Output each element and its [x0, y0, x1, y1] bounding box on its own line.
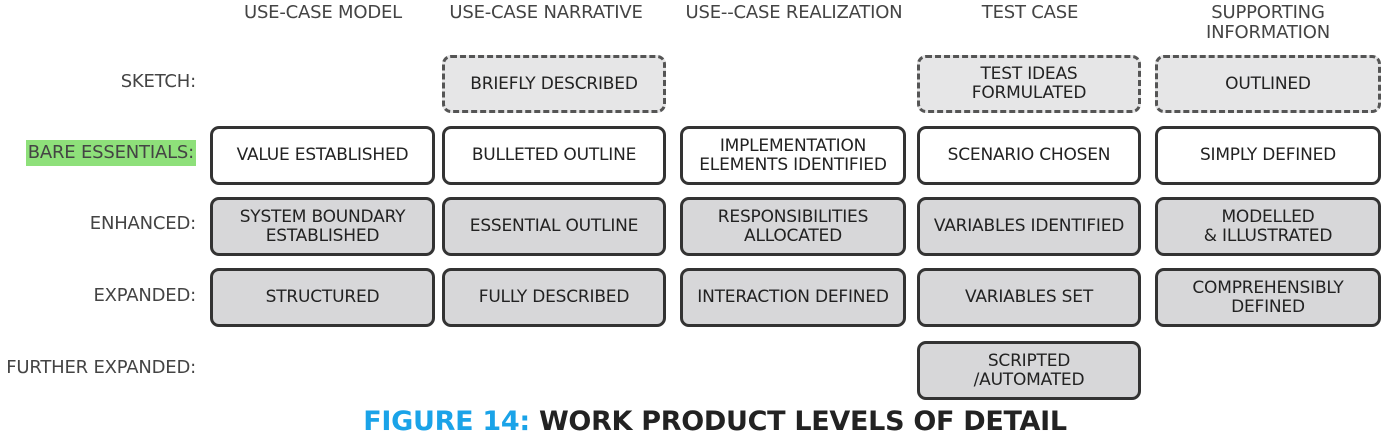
cell-bare-essentials-use-case-model: VALUE ESTABLISHED — [210, 126, 435, 185]
column-header-use-case-realization: USE--CASE REALIZATION — [685, 2, 903, 23]
cell-sketch-use-case-narrative: BRIEFLY DESCRIBED — [442, 55, 666, 113]
cell-enhanced-use-case-narrative: ESSENTIAL OUTLINE — [442, 197, 666, 256]
cell-enhanced-supporting-information: MODELLED & ILLUSTRATED — [1155, 197, 1381, 256]
cell-expanded-test-case: VARIABLES SET — [917, 268, 1141, 327]
cell-bare-essentials-supporting-information: SIMPLY DEFINED — [1155, 126, 1381, 185]
figure-caption: FIGURE 14: WORK PRODUCT LEVELS OF DETAIL — [0, 406, 1384, 446]
row-label-bare-essentials: BARE ESSENTIALS: — [25, 140, 196, 166]
cell-bare-essentials-use-case-realization: IMPLEMENTATION ELEMENTS IDENTIFIED — [680, 126, 906, 185]
cell-expanded-use-case-model: STRUCTURED — [210, 268, 435, 327]
column-header-test-case: TEST CASE — [981, 2, 1079, 23]
cell-enhanced-use-case-realization: RESPONSIBILITIES ALLOCATED — [680, 197, 906, 256]
caption-prefix: FIGURE 14: — [363, 406, 530, 437]
cell-enhanced-test-case: VARIABLES IDENTIFIED — [917, 197, 1141, 256]
cell-enhanced-use-case-model: SYSTEM BOUNDARY ESTABLISHED — [210, 197, 435, 256]
column-header-use-case-model: USE-CASE MODEL — [243, 2, 403, 23]
cell-expanded-use-case-realization: INTERACTION DEFINED — [680, 268, 906, 327]
cell-expanded-use-case-narrative: FULLY DESCRIBED — [442, 268, 666, 327]
cell-further-expanded-test-case: SCRIPTED /AUTOMATED — [917, 341, 1141, 400]
row-label-enhanced: ENHANCED: — [89, 213, 196, 234]
caption-title: WORK PRODUCT LEVELS OF DETAIL — [538, 406, 1067, 437]
cell-sketch-supporting-information: OUTLINED — [1155, 55, 1381, 113]
row-label-sketch: SKETCH: — [120, 71, 197, 92]
row-label-expanded: EXPANDED: — [93, 285, 196, 306]
cell-expanded-supporting-information: COMPREHENSIBLY DEFINED — [1155, 268, 1381, 327]
cell-bare-essentials-use-case-narrative: BULLETED OUTLINE — [442, 126, 666, 185]
cell-bare-essentials-test-case: SCENARIO CHOSEN — [917, 126, 1141, 185]
column-header-use-case-narrative: USE-CASE NARRATIVE — [449, 2, 643, 23]
cell-sketch-test-case: TEST IDEAS FORMULATED — [917, 55, 1141, 113]
column-header-supporting-information: SUPPORTING INFORMATION — [1206, 2, 1330, 43]
row-label-further-expanded: FURTHER EXPANDED: — [6, 357, 196, 378]
